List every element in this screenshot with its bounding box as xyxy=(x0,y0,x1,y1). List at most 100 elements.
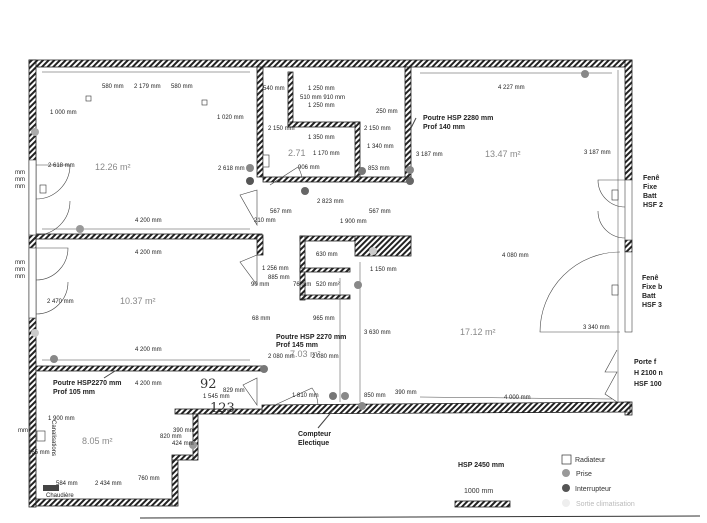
room-area: 7.03 m² xyxy=(290,349,321,359)
door-swing-french xyxy=(604,349,618,403)
door-swing-room-a xyxy=(239,189,258,227)
dimension-label: 1 250 mm xyxy=(308,103,335,109)
dimension-label: mm xyxy=(15,184,25,190)
radiator-icon xyxy=(611,284,619,296)
window-note: HSF 3 xyxy=(642,302,662,309)
dimension-label: 250 mm xyxy=(376,109,398,115)
room-area: 13.47 m² xyxy=(485,149,521,159)
wall-bottom-right xyxy=(261,401,631,415)
switch-icon xyxy=(406,177,414,185)
boiler-icon xyxy=(43,485,59,491)
radiator-icon xyxy=(561,454,572,465)
dimension-label: mm xyxy=(15,267,25,273)
dimension-label: 1 340 mm xyxy=(367,144,394,150)
dimension-label: mm xyxy=(15,260,25,266)
radiator-icon xyxy=(201,99,208,106)
wall-bottom-left xyxy=(35,498,177,507)
dimension-label: 3 630 mm xyxy=(364,330,391,336)
room-area: 10.37 m² xyxy=(120,296,156,306)
switch-icon xyxy=(246,177,254,185)
beam-note: Prof 105 mm xyxy=(53,389,95,396)
socket-icon xyxy=(406,166,414,174)
dimension-label: 850 mm xyxy=(364,393,386,399)
dimension-label: 2 618 mm xyxy=(48,163,75,169)
socket-icon xyxy=(31,128,39,136)
meter-label: Electique xyxy=(298,440,329,447)
beam-pointer xyxy=(103,370,116,379)
window-note: Batt xyxy=(642,293,656,300)
dimension-label: 424 mm xyxy=(172,441,194,447)
dimension-label: 820 mm xyxy=(160,434,182,440)
room-area: 17.12 m² xyxy=(460,327,496,337)
radiator-icon xyxy=(611,189,619,201)
dimension-label: 1 810 mm xyxy=(292,393,319,399)
dimension-label: 567 mm xyxy=(270,209,292,215)
dimension-label: 2 080 mm xyxy=(268,354,295,360)
room-area: 8.05 m² xyxy=(82,436,113,446)
window-note: Fenê xyxy=(643,175,659,182)
wall-closet-bottom xyxy=(299,294,351,300)
dimension-label: 906 mm xyxy=(298,165,320,171)
dimension-label: 4 200 mm xyxy=(135,347,162,353)
wall-top xyxy=(28,59,633,68)
dimension-label: 2 470 mm xyxy=(47,299,74,305)
door-note: Porte f xyxy=(634,359,657,366)
socket-icon xyxy=(246,164,254,172)
beam-pointer xyxy=(409,117,417,131)
dimension-label: 210 mm xyxy=(254,218,276,224)
dimension-label: 1 150 mm xyxy=(370,267,397,273)
dimension-label: 853 mm xyxy=(368,166,390,172)
dimension-labels: 580 mm 2 179 mm 580 mm 1 000 mm 1 020 mm… xyxy=(15,84,611,487)
wall-wc-right xyxy=(404,66,412,183)
room-area: 12.26 m² xyxy=(95,162,131,172)
dimension-label: 1 256 mm xyxy=(262,266,289,272)
dimension-label: 760 mm xyxy=(138,476,160,482)
dimension-label: 1 000 mm xyxy=(50,110,77,116)
socket-icon xyxy=(369,247,377,255)
door-note: H 2100 n xyxy=(634,370,663,377)
switch-icon xyxy=(301,187,309,195)
pipes-label: Canalisations xyxy=(50,420,56,456)
wall-closet-mid xyxy=(299,267,351,273)
window-right-1 xyxy=(624,179,633,241)
wall-block xyxy=(354,235,412,257)
door-swing-wc xyxy=(269,166,303,186)
beam-note: Poutre HSP2270 mm xyxy=(53,380,121,387)
dimension-label: 2 150 mm xyxy=(268,126,295,132)
window-left-2 xyxy=(28,247,37,319)
socket-icon xyxy=(581,70,589,78)
socket-icon xyxy=(354,281,362,289)
switch-icon xyxy=(260,365,268,373)
window-left-1 xyxy=(28,159,37,236)
dimension-label: 390 mm xyxy=(395,390,417,396)
dimension-label: 3 187 mm xyxy=(584,150,611,156)
dimension-label: 1 545 mm xyxy=(203,394,230,400)
electrical xyxy=(31,70,589,491)
handwritten-note: 92 xyxy=(200,377,217,392)
dimension-label: 4 200 mm xyxy=(135,381,162,387)
door-swing-left-1 xyxy=(35,164,71,236)
socket-icon xyxy=(189,441,197,449)
socket-icon xyxy=(76,225,84,233)
door-swing-right-2 xyxy=(539,251,621,333)
dim-line xyxy=(419,396,613,400)
radiator-icon xyxy=(36,430,46,442)
wall-step-3 xyxy=(192,409,199,461)
dimension-label: 4 200 mm xyxy=(135,218,162,224)
dimension-label: 1 900 mm xyxy=(48,416,75,422)
dimension-label: 1 170 mm xyxy=(313,151,340,157)
dimension-label: 630 mm xyxy=(316,252,338,258)
boiler-label: Chaudière xyxy=(46,493,74,499)
dimension-label: 390 mm xyxy=(173,428,195,434)
scale-label: 1000 mm xyxy=(464,488,493,495)
dimension-label: 567 mm xyxy=(369,209,391,215)
dimension-label: 2 823 mm xyxy=(317,199,344,205)
handwritten-note: 123 xyxy=(210,401,235,416)
legend: Radiateur Prise Interrupteur Sortie clim… xyxy=(561,454,635,508)
notes: Poutre HSP 2280 mm Prof 140 mm Poutre HS… xyxy=(46,115,663,499)
wall-central-2 xyxy=(256,234,264,256)
legend-label: Sortie climatisation xyxy=(576,501,635,508)
dimension-label: 4 227 mm xyxy=(498,85,525,91)
door-note: HSF 100 xyxy=(634,381,662,388)
